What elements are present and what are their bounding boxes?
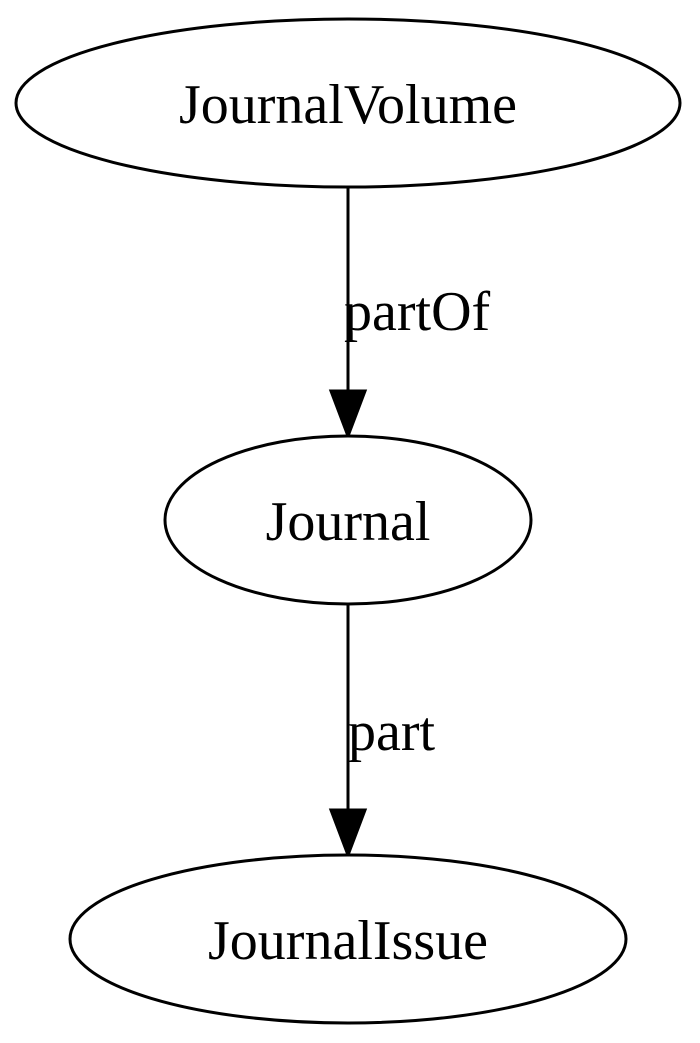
edge-volume-to-journal-arrowhead bbox=[328, 389, 368, 441]
edge-volume-to-journal-label: partOf bbox=[344, 281, 491, 343]
node-journal-label: Journal bbox=[266, 491, 431, 553]
edge-journal-to-issue-label: part bbox=[348, 701, 436, 763]
node-journal-issue: JournalIssue bbox=[68, 853, 628, 1025]
node-journal-volume: JournalVolume bbox=[14, 17, 682, 189]
node-journal-volume-label: JournalVolume bbox=[179, 74, 517, 136]
edge-journal-to-issue: part bbox=[328, 604, 436, 860]
edge-journal-to-issue-arrowhead bbox=[328, 808, 368, 860]
node-journal-issue-label: JournalIssue bbox=[208, 910, 488, 972]
edge-volume-to-journal: partOf bbox=[328, 187, 491, 441]
node-journal-issue-ellipse bbox=[68, 853, 628, 1025]
node-journal: Journal bbox=[163, 434, 533, 606]
